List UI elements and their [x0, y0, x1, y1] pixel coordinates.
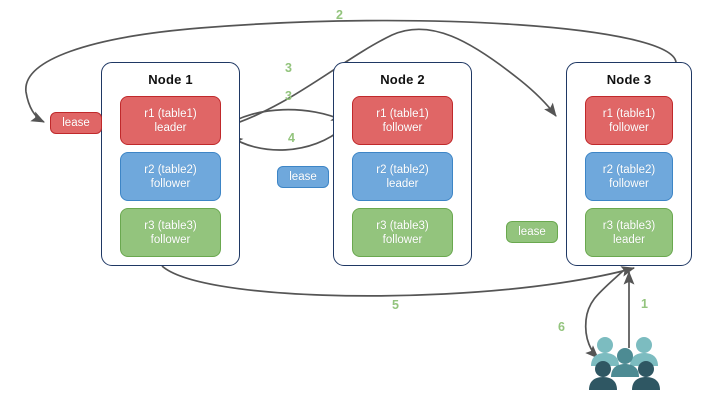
node-container-2[interactable]: Node 2 r1 (table1) follower r2 (table2) … [333, 62, 472, 266]
step-label-3b: 3 [285, 89, 292, 103]
step-label-3a: 3 [285, 61, 292, 75]
replica-name: r3 (table3) [144, 219, 197, 232]
node-container-1[interactable]: Node 1 r1 (table1) leader r2 (table2) fo… [101, 62, 240, 266]
replica-r2-node1[interactable]: r2 (table2) follower [120, 152, 221, 201]
node-title: Node 3 [606, 72, 652, 87]
replica-role: follower [609, 177, 649, 190]
replica-role: follower [609, 121, 649, 134]
replica-name: r2 (table2) [376, 163, 429, 176]
arrow-step-4 [229, 126, 345, 151]
replica-name: r2 (table2) [602, 163, 656, 176]
step-label-6: 6 [558, 320, 565, 334]
step-label-5: 5 [392, 298, 399, 312]
replica-r2-node2[interactable]: r2 (table2) leader [352, 152, 453, 201]
node-title: Node 2 [380, 72, 425, 87]
arrow-step-2 [25, 19, 677, 123]
replica-r1-node3[interactable]: r1 (table1) follower [585, 96, 673, 145]
lease-badge-r3[interactable]: lease [506, 221, 558, 243]
replica-name: r2 (table2) [144, 163, 197, 176]
arrow-step-6 [584, 269, 625, 359]
replica-r3-node1[interactable]: r3 (table3) follower [120, 208, 221, 257]
replica-role: leader [386, 177, 419, 190]
users-group-icon [588, 335, 664, 393]
replica-name: r3 (table3) [602, 219, 656, 232]
step-label-2: 2 [336, 8, 343, 22]
replica-name: r1 (table1) [144, 107, 197, 120]
lease-badge-r2[interactable]: lease [277, 166, 329, 188]
node-container-3[interactable]: Node 3 r1 (table1) follower r2 (table2) … [566, 62, 692, 266]
replica-role: follower [150, 233, 191, 246]
step-label-4: 4 [288, 131, 295, 145]
replica-role: leader [154, 121, 187, 134]
arrow-step-3-lower [223, 108, 345, 128]
replica-r1-node2[interactable]: r1 (table1) follower [352, 96, 453, 145]
node-title: Node 1 [148, 72, 193, 87]
replica-r2-node3[interactable]: r2 (table2) follower [585, 152, 673, 201]
replica-role: follower [382, 121, 423, 134]
replica-role: follower [150, 177, 191, 190]
replica-name: r1 (table1) [602, 107, 656, 120]
replica-r1-node1[interactable]: r1 (table1) leader [120, 96, 221, 145]
step-label-1: 1 [641, 297, 648, 311]
replica-role: leader [613, 233, 645, 246]
replica-name: r3 (table3) [376, 219, 429, 232]
replica-r3-node2[interactable]: r3 (table3) follower [352, 208, 453, 257]
lease-badge-r1[interactable]: lease [50, 112, 102, 134]
replica-role: follower [382, 233, 423, 246]
arrow-step-5 [161, 265, 635, 297]
replica-r3-node3[interactable]: r3 (table3) leader [585, 208, 673, 257]
arrow-step-3-upper [221, 28, 557, 129]
replica-name: r1 (table1) [376, 107, 429, 120]
